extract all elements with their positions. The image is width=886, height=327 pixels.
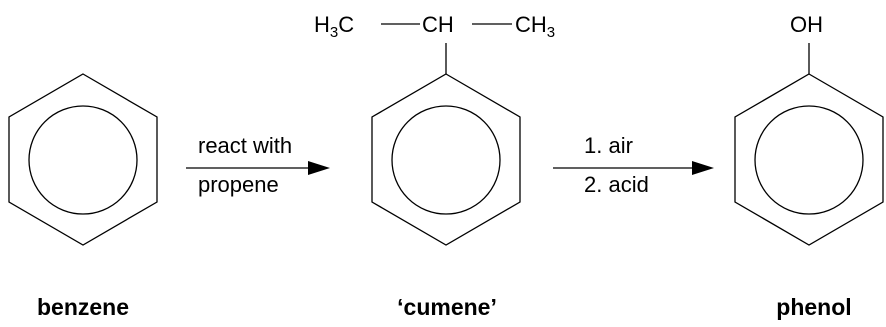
reaction-step-2: 1. air 2. acid xyxy=(553,133,714,197)
phenol-oh-group: OH xyxy=(790,12,823,37)
cumene-ch-group: CH xyxy=(422,12,454,37)
cumene-name: ‘cumene’ xyxy=(397,294,497,320)
cumene-aromatic-circle xyxy=(391,105,501,215)
reaction-step-1: react with propene xyxy=(186,133,330,197)
step-1-conditions-above: react with xyxy=(198,133,292,158)
step-2-conditions-below: 2. acid xyxy=(584,172,649,197)
phenol-aromatic-circle xyxy=(754,105,864,215)
cumene-ch3-group: CH3 xyxy=(515,12,555,41)
cumene-ring-hexagon xyxy=(371,73,521,246)
benzene-ring-hexagon xyxy=(8,73,158,246)
step-1-arrow-head xyxy=(308,161,330,175)
cumene-h3c-group: H3C xyxy=(314,12,354,41)
cumene-structure: H3C CH CH3 xyxy=(314,12,555,246)
benzene-name: benzene xyxy=(37,294,129,320)
benzene-aromatic-circle xyxy=(28,105,138,215)
step-2-conditions-above: 1. air xyxy=(584,133,633,158)
phenol-ring-hexagon xyxy=(734,73,884,246)
phenol-name: phenol xyxy=(776,294,851,320)
step-2-arrow-head xyxy=(692,161,714,175)
phenol-structure: OH xyxy=(734,12,884,246)
benzene-structure xyxy=(8,73,158,246)
step-1-conditions-below: propene xyxy=(198,172,279,197)
